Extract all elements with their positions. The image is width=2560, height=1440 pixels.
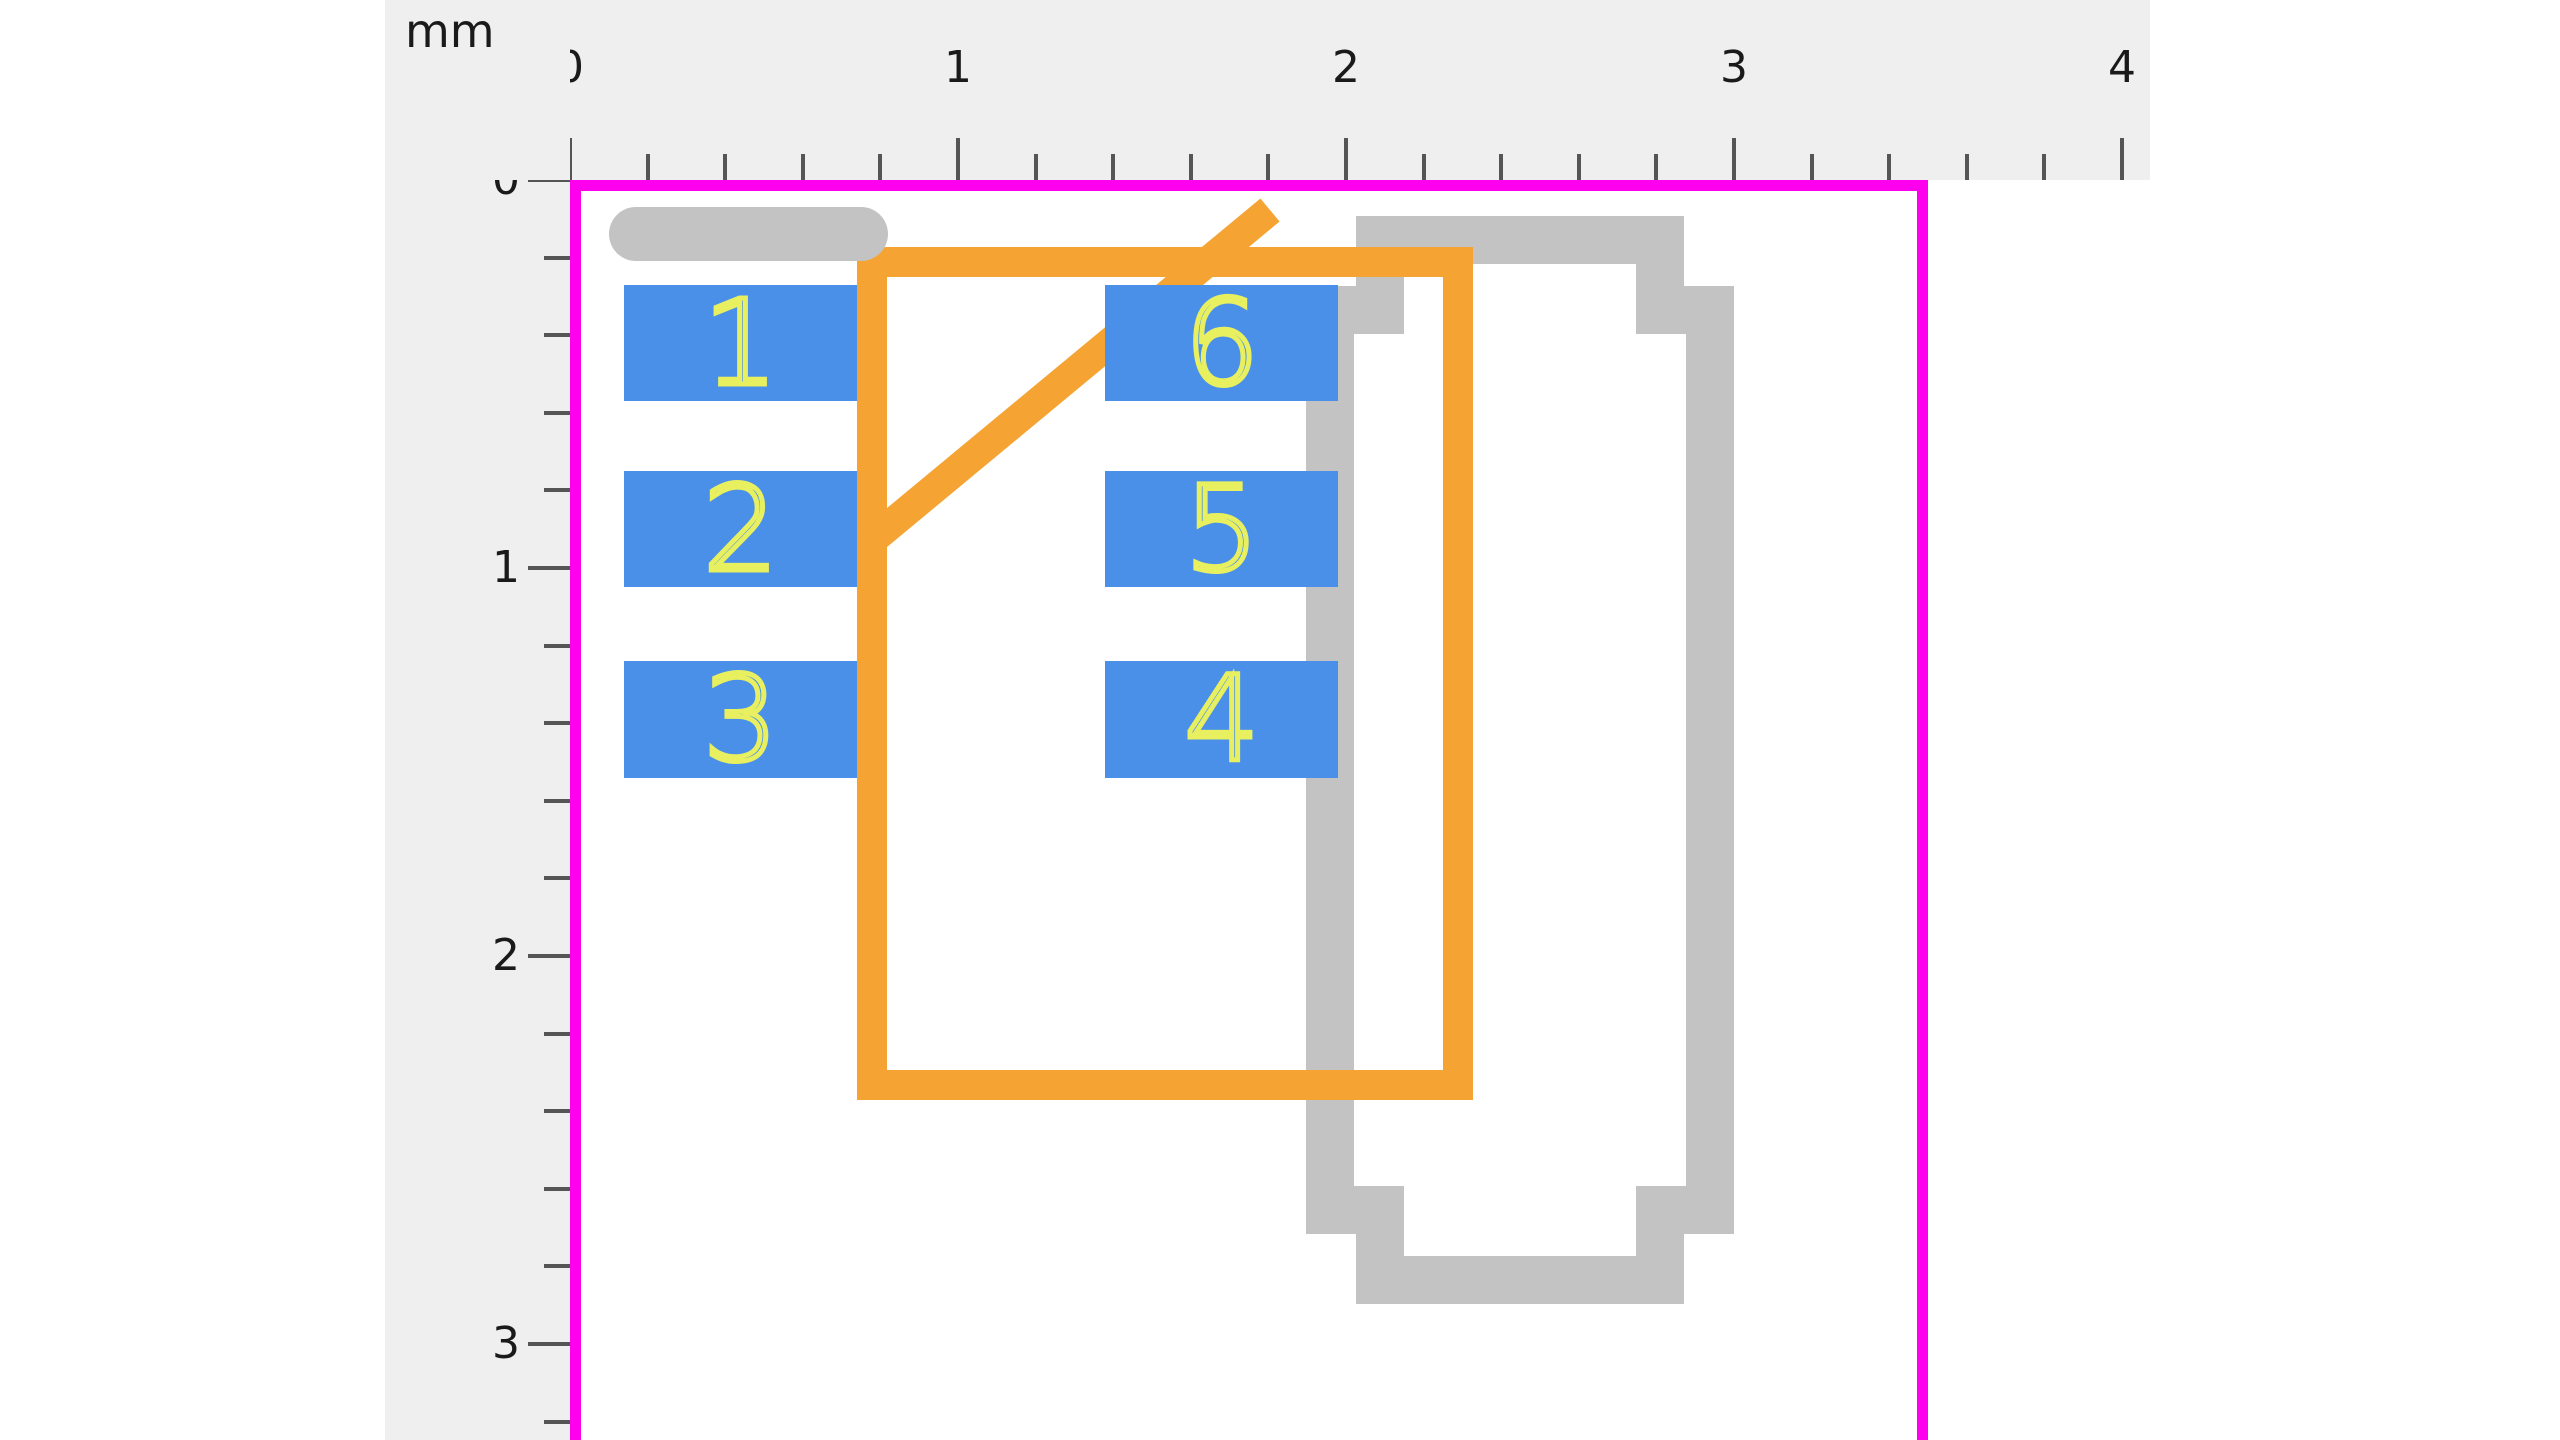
pad-number-label: 5 [1182, 460, 1262, 599]
pad-number-label: 1 [701, 273, 781, 412]
pad-number-label: 3 [701, 650, 781, 789]
hruler-minor-tick [1654, 154, 1659, 180]
hruler-minor-tick [1499, 154, 1504, 180]
pad-2[interactable]: 2 [624, 460, 858, 599]
vruler-label: 3 [492, 1318, 520, 1369]
hruler-label: 2 [1332, 42, 1360, 93]
footprint-bounding-box[interactable] [570, 180, 1928, 1440]
vruler-minor-tick [544, 798, 570, 803]
hruler-minor-tick [1964, 154, 1969, 180]
vruler-minor-tick [544, 721, 570, 726]
vruler-minor-tick [544, 410, 570, 415]
hruler-label: 4 [2108, 42, 2136, 93]
silkscreen-layer [857, 198, 1473, 1100]
vruler-minor-tick [544, 643, 570, 648]
hruler-label: 3 [1720, 42, 1748, 93]
ruler-unit-label: mm [405, 4, 495, 58]
vruler-label: 2 [492, 930, 520, 981]
hruler-major-tick [1344, 138, 1348, 180]
vruler-major-tick [528, 566, 570, 570]
vruler-minor-tick [544, 1186, 570, 1191]
hruler-minor-tick [723, 154, 728, 180]
hruler-major-tick [1732, 138, 1736, 180]
hruler-minor-tick [2042, 154, 2047, 180]
vruler-minor-tick [544, 333, 570, 338]
pad-number-label: 4 [1182, 650, 1262, 789]
hruler-major-tick [956, 138, 960, 180]
hruler-minor-tick [1033, 154, 1038, 180]
vruler-minor-tick [544, 876, 570, 881]
footprint-canvas[interactable]: 1 2 3 4 5 6 [570, 180, 2560, 1440]
hruler-minor-tick [1188, 154, 1193, 180]
pads-layer: 1 2 3 4 5 6 [570, 180, 2560, 1440]
vruler-major-tick [528, 178, 570, 182]
pad-number-label: 6 [1182, 273, 1262, 412]
hruler-minor-tick [1809, 154, 1814, 180]
pad-3[interactable]: 3 [624, 650, 858, 789]
pad-number-label: 2 [701, 460, 781, 599]
vruler-minor-tick [544, 488, 570, 493]
hruler-minor-tick [1576, 154, 1581, 180]
hruler-minor-tick [1111, 154, 1116, 180]
hruler-major-tick [2120, 138, 2124, 180]
vruler-minor-tick [544, 255, 570, 260]
hruler-minor-tick [645, 154, 650, 180]
vruler-minor-tick [544, 1109, 570, 1114]
vruler-label: 1 [492, 542, 520, 593]
vruler-minor-tick [544, 1264, 570, 1269]
vruler-major-tick [528, 1342, 570, 1346]
silk-outline-rect [857, 247, 1473, 1100]
hruler-minor-tick [1421, 154, 1426, 180]
hruler-minor-tick [1887, 154, 1892, 180]
vruler-major-tick [528, 954, 570, 958]
pad-5[interactable]: 5 [1105, 460, 1339, 599]
vruler-minor-tick [544, 1031, 570, 1036]
pad-4[interactable]: 4 [1105, 650, 1339, 789]
hruler-minor-tick [1266, 154, 1271, 180]
hruler-minor-tick [800, 154, 805, 180]
hruler-minor-tick [878, 154, 883, 180]
hruler-major-tick [568, 138, 572, 180]
hruler-label: 1 [944, 42, 972, 93]
pad-1[interactable]: 1 [624, 273, 858, 412]
silk-pin1-marker [862, 198, 1280, 552]
ruler-corner [385, 0, 570, 180]
reference-designator-placeholder[interactable] [608, 207, 889, 262]
vruler-minor-tick [544, 1419, 570, 1424]
pad-6[interactable]: 6 [1105, 273, 1339, 412]
